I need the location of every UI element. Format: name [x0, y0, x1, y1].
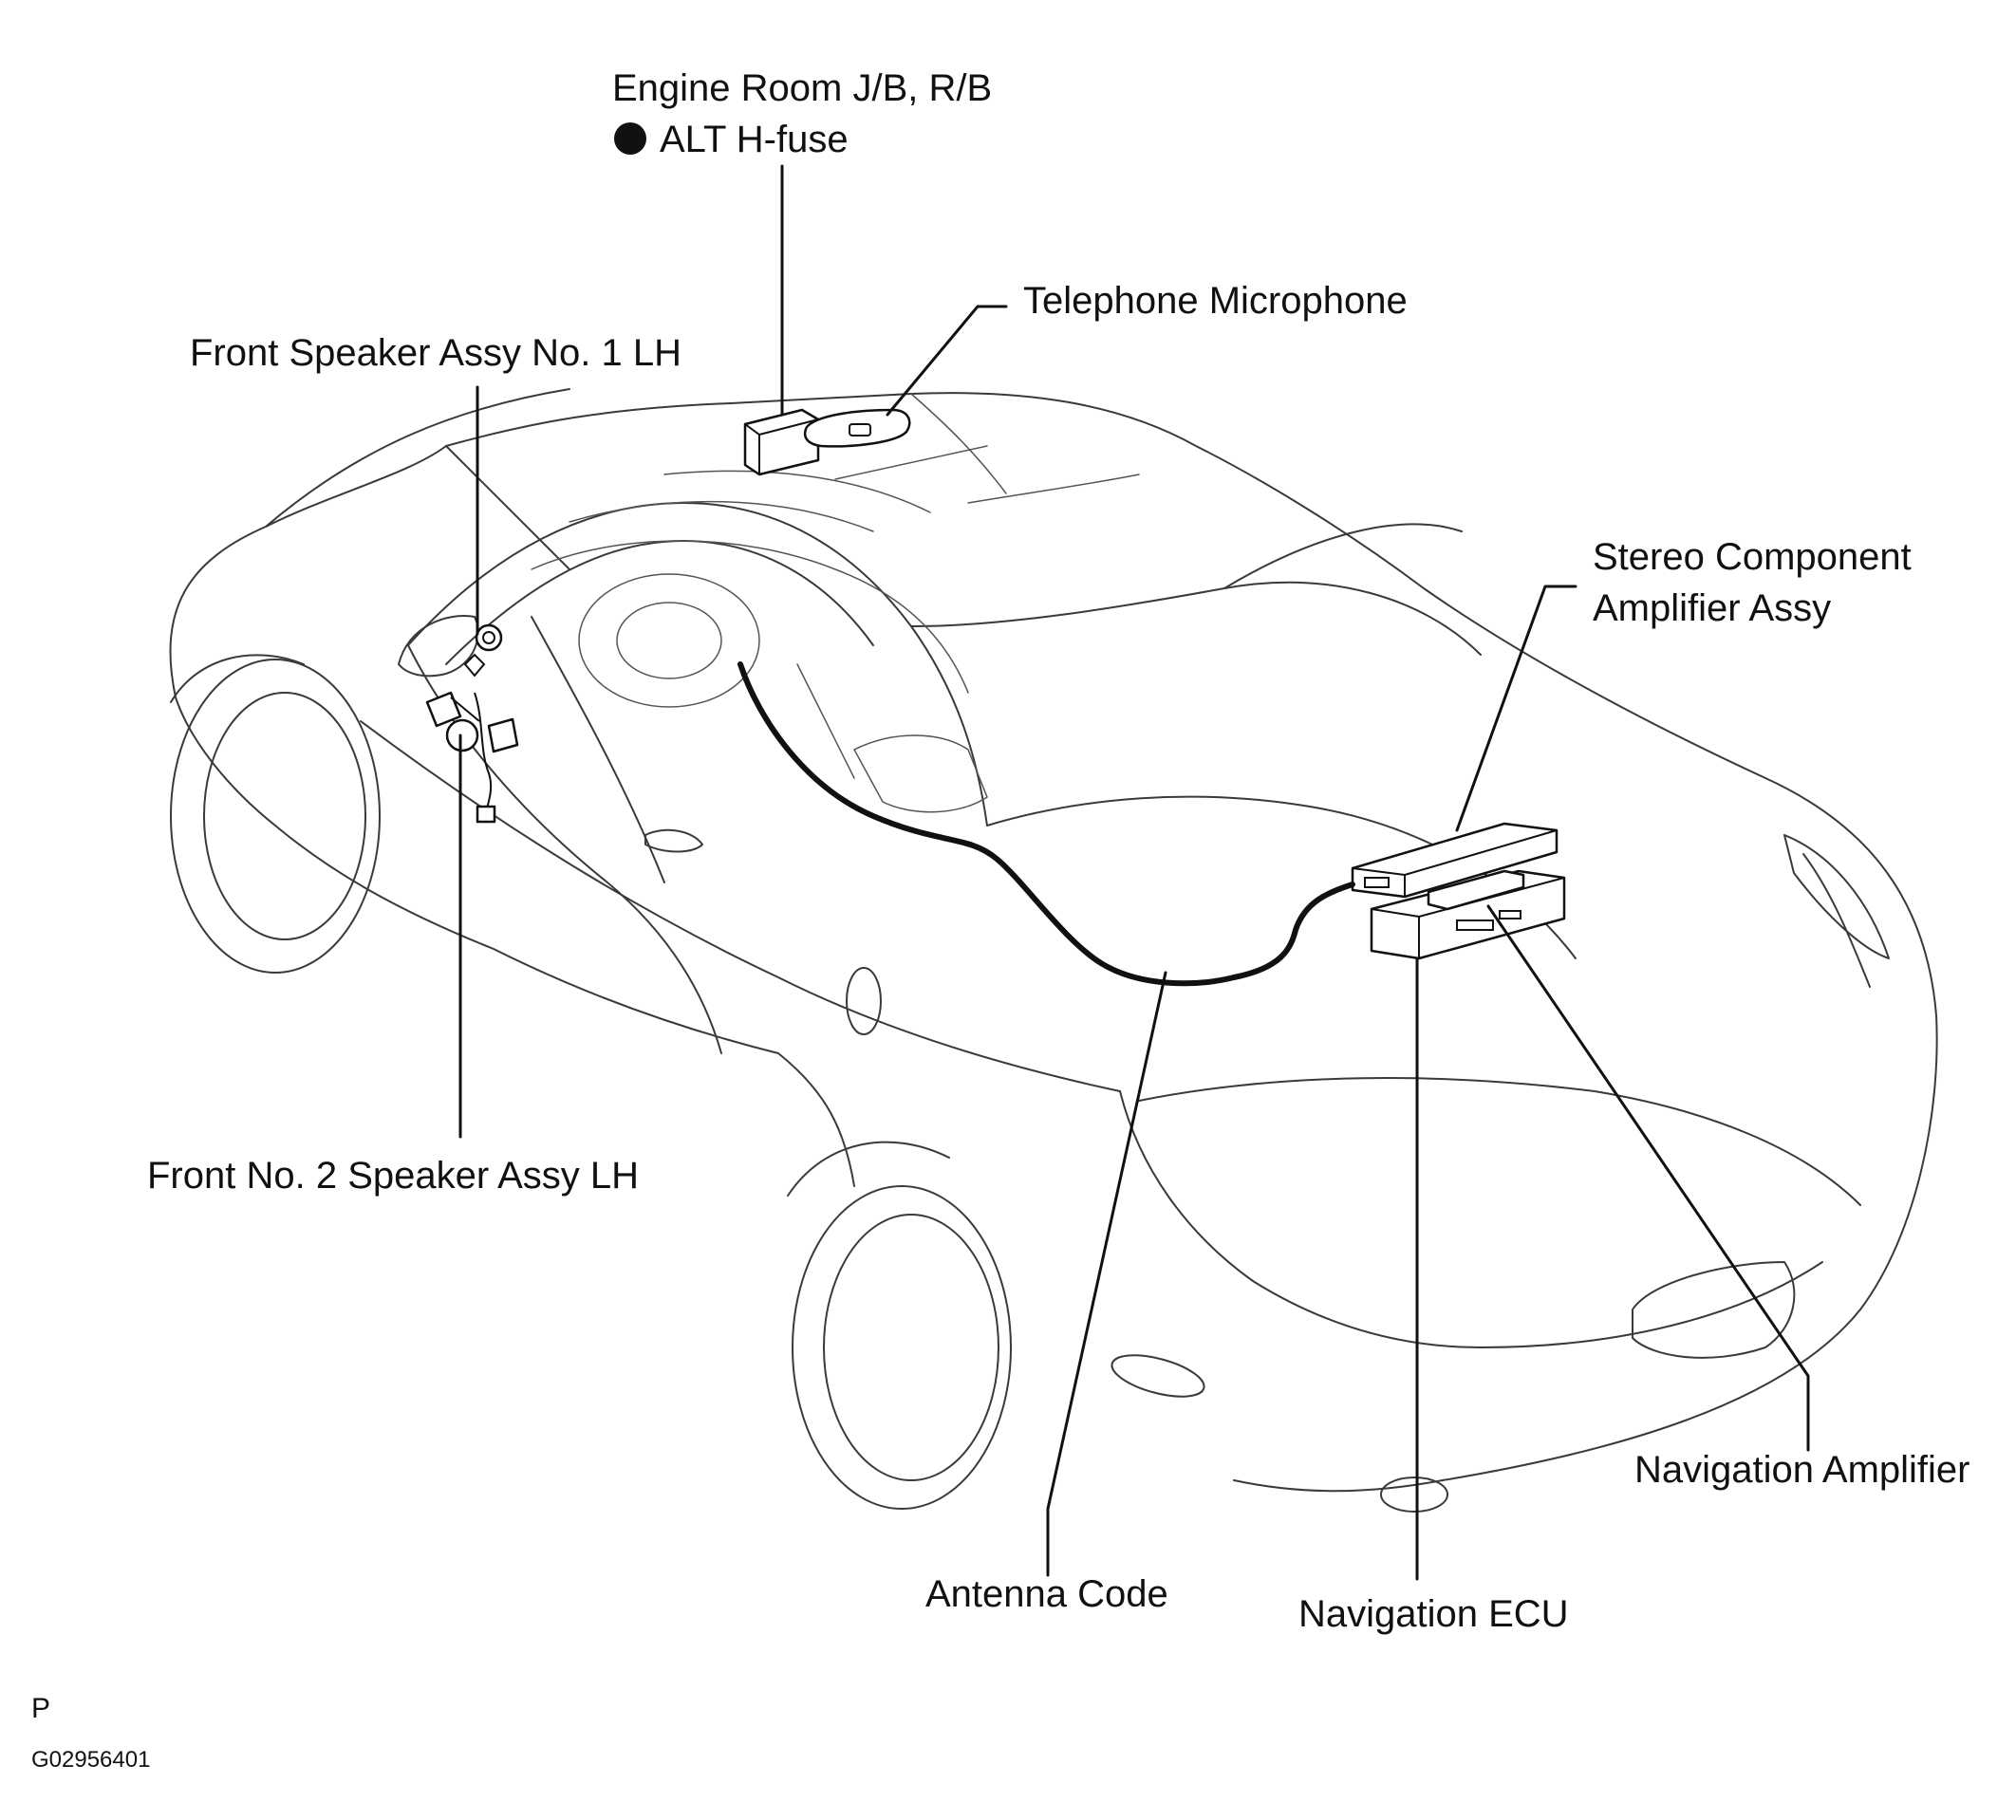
navigation-ecu: [1370, 869, 1566, 960]
car-outline: [169, 388, 1938, 1513]
navigation-amplifier-box: [1427, 869, 1525, 911]
telephone-microphone: [803, 408, 911, 448]
label-stereo-line2: Amplifier Assy: [1593, 587, 1831, 629]
label-navigation-amplifier: Navigation Amplifier: [1634, 1449, 1970, 1491]
label-navigation-ecu: Navigation ECU: [1298, 1593, 1569, 1635]
leader-lines: [458, 164, 1810, 1581]
engine-room-jb: [743, 408, 820, 476]
label-front-no2-speaker: Front No. 2 Speaker Assy LH: [147, 1155, 639, 1197]
figure-code: G02956401: [31, 1747, 150, 1773]
label-engine-room-line1: Engine Room J/B, R/B: [612, 67, 992, 109]
stereo-amplifier: [1351, 822, 1559, 899]
label-telephone-microphone: Telephone Microphone: [1023, 280, 1408, 322]
front-speaker-no1: [463, 623, 503, 678]
label-stereo-line1: Stereo Component: [1593, 536, 1912, 578]
label-antenna-code: Antenna Code: [925, 1573, 1168, 1615]
label-engine-room-line2: ALT H-fuse: [660, 119, 849, 160]
bullet-icon: [614, 122, 646, 155]
front-no2-speaker: [425, 691, 519, 824]
label-front-speaker-no1: Front Speaker Assy No. 1 LH: [190, 332, 681, 374]
antenna-code-cable: [737, 661, 1355, 987]
footer-letter: P: [31, 1693, 50, 1724]
